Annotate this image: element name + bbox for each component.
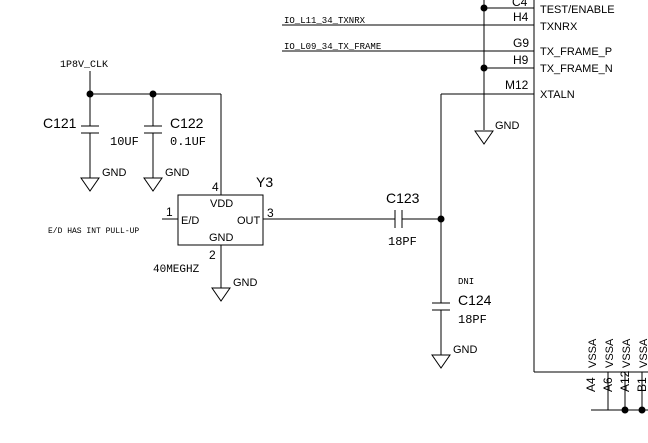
junction-dot (437, 215, 445, 223)
osc-ed-note: E/D HAS INT PULL-UP (48, 227, 139, 236)
vssa-pin-group: VSSAA4VSSAA6VSSAA12VSSAB1VSSAB (584, 338, 648, 414)
pin-num-g9: G9 (513, 36, 529, 50)
pin-name-txnrx: TXNRX (540, 21, 578, 33)
osc-pin-gnd: GND (209, 232, 234, 244)
vssa-pin-number: A4 (584, 377, 598, 392)
oscillator-ref: Y3 (256, 174, 273, 190)
vssa-pin-number: A12 (618, 370, 632, 392)
pin-num-h9: H9 (513, 53, 529, 67)
c124-ref: C124 (458, 292, 492, 308)
pin-num-h4: H4 (513, 10, 529, 24)
pin-num-m12: M12 (505, 78, 529, 92)
ground-symbol (211, 287, 231, 302)
power-net-label: 1P8V_CLK (60, 60, 108, 71)
pin-name-xtaln: XTALN (540, 89, 575, 101)
oscillator-value: 40MEGHZ (153, 264, 200, 276)
c121-value: 10UF (110, 135, 139, 149)
c124-dni-note: DNI (458, 277, 474, 287)
osc-pin-num-2: 2 (209, 248, 216, 262)
osc-pin-out: OUT (237, 215, 261, 227)
ground-symbol (143, 177, 163, 192)
ground-label: GND (165, 167, 190, 179)
vssa-pin-number: B1 (635, 377, 648, 392)
osc-pin-ed: E/D (181, 215, 199, 227)
osc-pin-num-1: 1 (166, 205, 173, 219)
vssa-pin-name: VSSA (621, 338, 633, 368)
c122-ref: C122 (170, 115, 204, 131)
pin-name-tx-frame-p: TX_FRAME_P (540, 46, 612, 58)
c124-value: 18PF (458, 313, 487, 327)
ground-symbol (431, 354, 451, 369)
c123-value: 18PF (388, 235, 417, 249)
ground-label: GND (102, 167, 127, 179)
ground-label: GND (453, 344, 478, 356)
net-label-tx-frame: IO_L09_34_TX_FRAME (284, 42, 381, 52)
vssa-pin-name: VSSA (587, 338, 599, 368)
c121-ref: C121 (43, 115, 77, 131)
vssa-pin-name: VSSA (604, 338, 616, 368)
c122-value: 0.1UF (170, 135, 206, 149)
ground-symbol (80, 177, 100, 192)
pin-name-tx-frame-n: TX_FRAME_N (540, 63, 613, 75)
osc-pin-num-3: 3 (267, 206, 274, 220)
pin-name-test-enable: TEST/ENABLE (540, 4, 615, 16)
net-label-txnrx: IO_L11_34_TXNRX (284, 16, 366, 26)
pin-num-c4: C4 (512, 0, 528, 9)
vssa-pin-number: A6 (601, 377, 615, 392)
ground-label: GND (233, 277, 258, 289)
c123-ref: C123 (386, 190, 420, 206)
ground-symbol (474, 130, 494, 145)
vssa-pin-name: VSSA (638, 338, 648, 368)
osc-pin-vdd: VDD (210, 198, 233, 210)
ground-label: GND (495, 120, 520, 132)
osc-pin-num-4: 4 (212, 180, 219, 194)
